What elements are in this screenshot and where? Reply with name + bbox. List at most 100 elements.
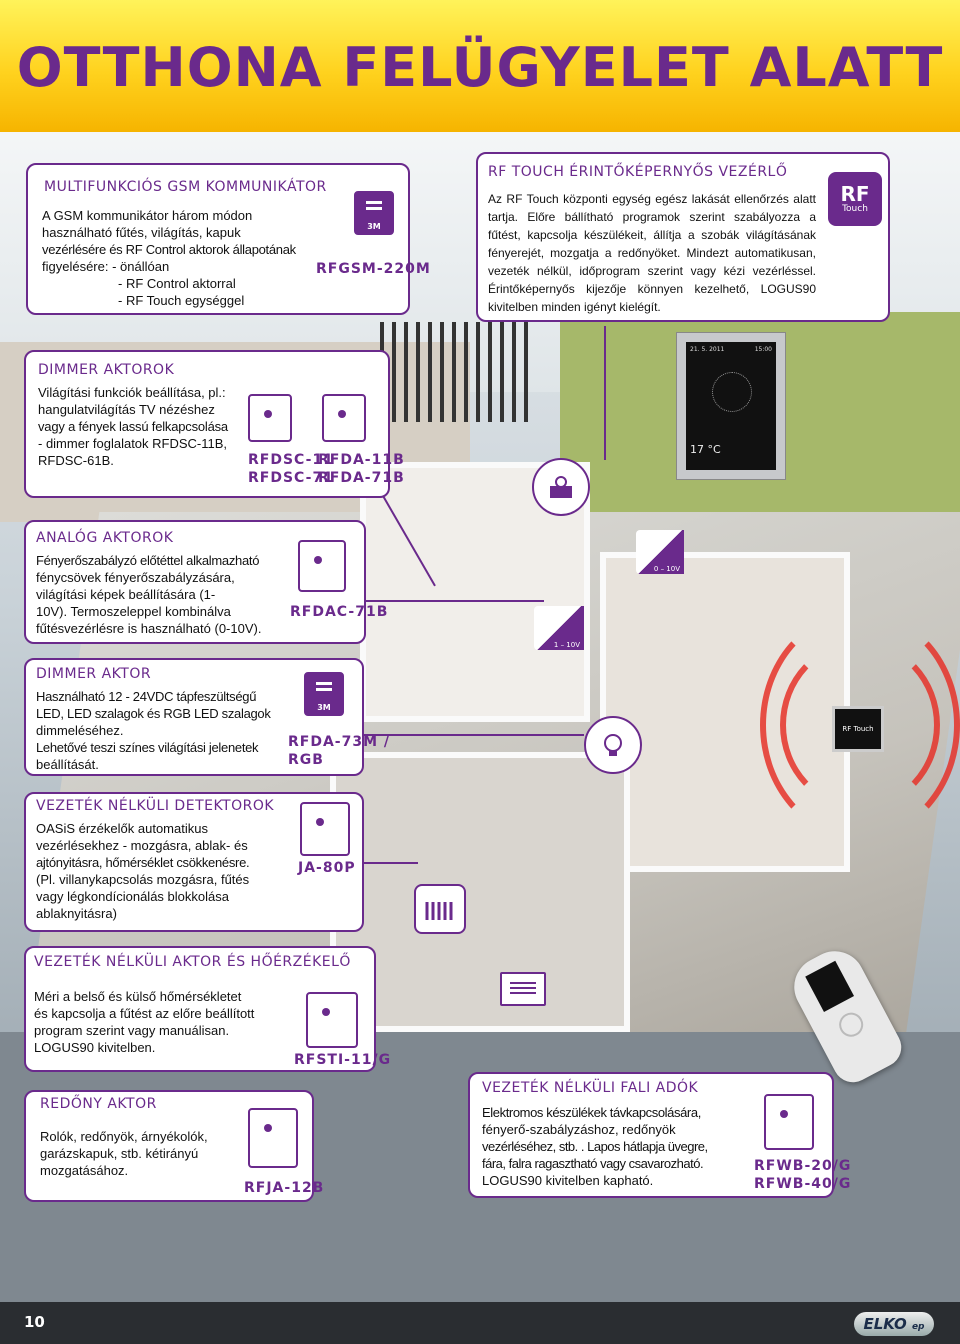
- connector-line: [604, 326, 606, 460]
- product-code: RFWB-20/G: [754, 1158, 852, 1174]
- panel-text: Elektromos készülékek távkapcsolására, f…: [482, 1104, 752, 1189]
- panel-title: ANALÓG AKTOROK: [36, 530, 174, 546]
- text-line: RFDSC-61B.: [38, 453, 114, 468]
- text-line: fénycsövek fényerőszabályzására,: [36, 570, 235, 585]
- text-line: Rolók, redőnyök, árnyékolók,: [40, 1129, 208, 1144]
- elko-logo: ELKO ep: [854, 1312, 934, 1336]
- text-line: 10V). Termoszeleppel kombinálva: [36, 604, 231, 619]
- product-code: RGB: [288, 752, 324, 768]
- dimmer-module-icon: [322, 394, 366, 442]
- led-dimmer-panel: DIMMER AKTOR Használható 12 - 24VDC tápf…: [24, 658, 389, 776]
- panel-text: Méri a belső és külső hőmérsékletet és k…: [34, 988, 294, 1056]
- product-code: RFDSC-71: [248, 470, 334, 486]
- text-line: A GSM kommunikátor három módon: [42, 208, 253, 223]
- connector-line: [360, 862, 418, 864]
- connector-line: [364, 734, 584, 736]
- panel-title: VEZETÉK NÉLKÜLI AKTOR ÉS HŐÉRZÉKELŐ: [34, 954, 351, 970]
- text-line: OASiS érzékelők automatikus: [36, 821, 208, 836]
- text-line: fára, falra ragasztható vagy csavarozhat…: [482, 1156, 704, 1171]
- motion-detector-icon: [300, 802, 350, 856]
- product-code: RFDSC-11: [248, 452, 334, 468]
- text-line: Méri a belső és külső hőmérsékletet: [34, 989, 242, 1004]
- page-heading: OTTHONA FELÜGYELET ALATT: [16, 36, 944, 99]
- wall-switch-icon: [764, 1094, 814, 1150]
- gauge-fill: [636, 530, 684, 574]
- device-dot: [316, 818, 324, 826]
- panel-temperature: 17 °C: [690, 443, 721, 456]
- analog-actor-icon: [298, 540, 346, 592]
- dimmer-actors-panel: DIMMER AKTOROK Világítási funkciók beáll…: [24, 350, 404, 498]
- text-line: Világítási funkciók beállítása, pl.:: [38, 385, 226, 400]
- panel-text: Fényerőszabályzó előtéttel alkalmazható …: [36, 552, 296, 637]
- text-line: hangulatvilágítás TV nézéshez: [38, 402, 215, 417]
- panel-title: VEZETÉK NÉLKÜLI DETEKTOROK: [36, 798, 275, 814]
- remote-button: [834, 1008, 868, 1041]
- product-code: RFJA-12B: [244, 1180, 325, 1196]
- panel-text: Rolók, redőnyök, árnyékolók, garázskapuk…: [40, 1128, 240, 1179]
- device-dot: [338, 410, 346, 418]
- product-code: RFDA-73M /: [288, 734, 391, 750]
- text-line: figyelésére: - önállóan: [42, 259, 170, 274]
- device-dot: [780, 1110, 788, 1118]
- remote-screen: [805, 960, 855, 1012]
- text-line: LOGUS90 kivitelben kapható.: [482, 1173, 654, 1188]
- tube-gauge: 1 – 10V: [534, 606, 584, 650]
- text-line: vagy a fények lassú felkapcsolása: [38, 419, 228, 434]
- text-line: használható fűtés, világítás, kapuk: [42, 225, 241, 240]
- thermostat-icon: [306, 992, 358, 1048]
- device-tag: 3M: [367, 222, 381, 231]
- signal-wave: [760, 610, 960, 840]
- product-code: RFSTI-11/G: [294, 1052, 392, 1068]
- device-dot: [264, 410, 272, 418]
- led-dimmer-device-icon: 3M: [304, 672, 344, 716]
- device-line: [316, 682, 332, 685]
- text-line: világítási képek beállítására (1-: [36, 587, 216, 602]
- rf-touch-wall-unit: RF Touch: [832, 706, 884, 752]
- product-code: RFGSM-220M: [316, 261, 431, 277]
- page-number: 10: [24, 1313, 45, 1331]
- text-line: program szerint vagy manuálisan.: [34, 1023, 230, 1038]
- device-dot: [264, 1124, 272, 1132]
- room: [330, 752, 630, 1032]
- device-dot: [322, 1008, 330, 1016]
- product-code: RFDA-71B: [318, 470, 405, 486]
- clock-icon: [712, 372, 752, 412]
- text-line: mozgatásához.: [40, 1163, 129, 1178]
- gsm-communicator-panel: MULTIFUNKCIÓS GSM KOMMUNIKÁTOR A GSM kom…: [26, 163, 430, 315]
- text-line: - RF Touch egységgel: [118, 293, 245, 308]
- panel-title: MULTIFUNKCIÓS GSM KOMMUNIKÁTOR: [44, 179, 327, 195]
- dimmer-socket-icon: [248, 394, 292, 442]
- text-line: garázskapuk, stb. kétirányú: [40, 1146, 199, 1161]
- text-line: vezérléséhez, stb. . Lapos hátlapja üveg…: [482, 1139, 708, 1154]
- text-line: vezérlésére és RF Control aktorok állapo…: [42, 242, 296, 257]
- panel-text: Az RF Touch központi egység egész lakásá…: [488, 192, 816, 314]
- product-code: JA-80P: [298, 860, 356, 876]
- panel-time: 15:00: [754, 346, 772, 353]
- logo-text: ELKO: [863, 1315, 907, 1333]
- light-dimming-icon: [532, 458, 590, 516]
- text-line: ajtónyitásra, hőmérséklet csökkenésre.: [36, 855, 250, 870]
- panel-text: OASiS érzékelők automatikus vezérlésekhe…: [36, 820, 298, 922]
- heater-icon: [414, 884, 466, 934]
- shutter-actor-icon: [248, 1108, 298, 1168]
- product-code: RFDAC-71B: [290, 604, 389, 620]
- text-line: és kapcsolja a fűtést az előre beállítot…: [34, 1006, 255, 1021]
- panel-title: DIMMER AKTOR: [36, 666, 152, 682]
- text-line: fényerő-szabályzáshoz, redőnyök: [482, 1122, 676, 1137]
- gsm-device-icon: 3M: [354, 191, 394, 235]
- text-line: ablaknyitásra): [36, 906, 117, 921]
- room: [360, 462, 590, 722]
- text-line: Használható 12 - 24VDC tápfeszültségű: [36, 689, 257, 704]
- text-line: dimmeléséhez.: [36, 723, 124, 738]
- panel-title: RF TOUCH ÉRINTŐKÉPERNYŐS VEZÉRLŐ: [488, 164, 788, 180]
- panel-date: 21. 5. 2011: [690, 346, 725, 353]
- logo-subtext: Touch: [842, 204, 868, 214]
- panel-text: Világítási funkciók beállítása, pl.: han…: [38, 384, 242, 469]
- valve-gauge: 0 – 10V: [636, 530, 684, 574]
- gauge-fill: [534, 606, 584, 650]
- panel-title: VEZETÉK NÉLKÜLI FALI ADÓK: [482, 1080, 699, 1096]
- product-code: RFWB-40/G: [754, 1176, 852, 1192]
- connector-line: [364, 600, 544, 602]
- analog-actors-panel: ANALÓG AKTOROK Fényerőszabályzó előtétte…: [24, 520, 387, 644]
- text-line: vagy légkondícionálás blokkolása: [36, 889, 229, 904]
